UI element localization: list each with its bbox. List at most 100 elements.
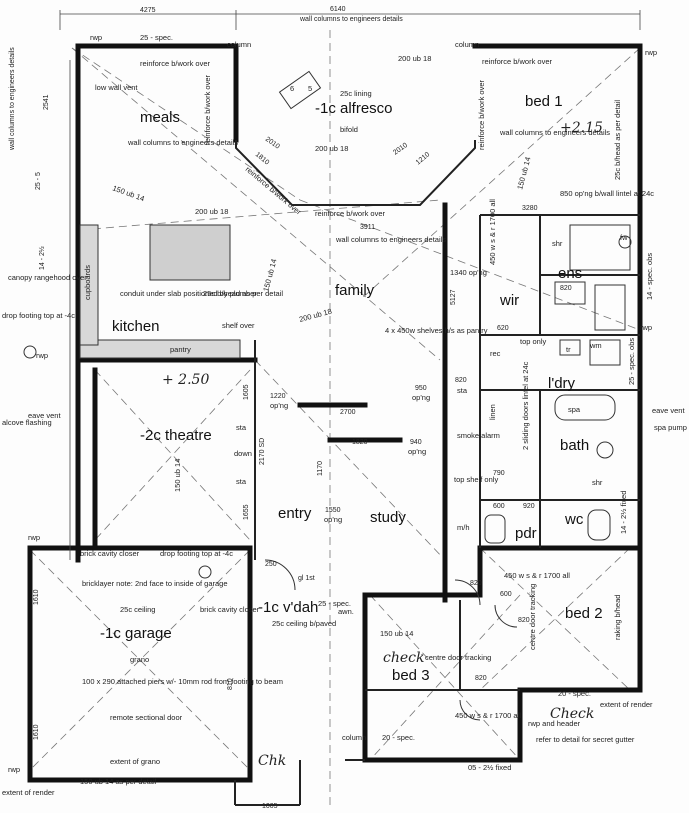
note-spec25b: 25 - spec. [318, 599, 351, 608]
dim-left-25-5: 25 - 5 [35, 172, 42, 190]
room-garage: -1c garage [100, 625, 172, 642]
note-opng-850: 850 op'ng b/wall lintel at 24c [560, 189, 654, 198]
note-low-wall-vent: low wall vent [95, 83, 138, 92]
note-rwp-l: rwp [36, 351, 48, 360]
note-down: down [234, 449, 252, 458]
dim-top-note: wall columns to engineers details [299, 16, 403, 23]
hand-check-1: check [383, 650, 424, 666]
note-vdah-ceiling: 25c ceiling b/paved [272, 619, 336, 628]
room-bed2: bed 2 [565, 605, 603, 622]
note-sr-450b: 450 w s & r 1700 all [504, 571, 570, 580]
note-piers: 100 x 290 attached piers w/- 10mm rod fr… [82, 677, 283, 686]
note-bhead-25c-bed1: 25c b/head as per detail [613, 100, 622, 180]
room-bath: bath [560, 437, 589, 454]
w-820-e: 820 [518, 617, 530, 624]
dim-1550: 1550 [325, 507, 341, 514]
note-150ub-e: 150 ub 14 [380, 629, 413, 638]
note-sr-450a: 450 w s & r 1700 all [488, 199, 497, 265]
note-cupboards: cupboards [83, 265, 92, 300]
hand-h215: +2.15 [560, 120, 603, 136]
w-920: 920 [523, 503, 535, 510]
room-entry: entry [278, 505, 312, 522]
room-study: study [370, 509, 406, 526]
dim-3911: 3911 [360, 224, 375, 231]
kitchen-side-bench [79, 224, 99, 346]
note-fixed-05: 05 - 2½ fixed [468, 763, 511, 772]
w-820-b: 820 [560, 285, 572, 292]
note-eave-vent-r: eave vent [652, 406, 685, 415]
room-alfresco: -1c alfresco [315, 100, 393, 117]
dim-1610b: 1610 [33, 724, 40, 740]
room-vdah: -1c v'dah [258, 599, 318, 616]
room-linen: linen [488, 404, 497, 420]
note-tr: tr [566, 345, 571, 354]
hand-check-2: Check [550, 706, 594, 722]
note-gl: gl 1st [298, 575, 315, 582]
dim-left-14-2: 14 - 2½ [38, 246, 46, 270]
dim-left-note: wall columns to engineers details [9, 47, 16, 151]
note-wallcols-bed1: wall columns to engineers details [499, 128, 610, 137]
note-lining: 25c lining [340, 89, 372, 98]
note-column-3: column [342, 733, 366, 742]
note-awn: awn. [338, 607, 354, 616]
note-raking: raking b/head [613, 595, 622, 640]
note-drop-footing-2: drop footing top at -4c [160, 549, 233, 558]
note-reinforce-3: reinforce b/work over [203, 74, 212, 145]
dim-790: 790 [493, 470, 505, 477]
note-opng-1550: op'ng [324, 515, 342, 524]
dim-1820: 1820 [352, 439, 368, 446]
kitchen-bench [79, 339, 241, 359]
note-centre-door-2: centre door tracking [528, 584, 537, 650]
note-ceiling-25c: 25c ceiling [120, 605, 155, 614]
note-extent-render-r: extent of render [600, 700, 653, 709]
dim-810: 810 [227, 678, 234, 690]
porch [234, 759, 365, 806]
dim-2700: 2700 [340, 409, 356, 416]
dim-top-left: 4275 [140, 7, 156, 14]
w-820-a: 820 [455, 377, 467, 384]
note-rwp-b: rwp and header [528, 719, 581, 728]
room-shr2: shr [592, 478, 603, 487]
note-column-2: column [455, 40, 479, 49]
dim-top-main: 6140 [330, 6, 346, 13]
note-top-only: top only [520, 337, 547, 346]
note-200ub-a: 200 ub 18 [398, 54, 431, 63]
room-pantry: pantry [170, 345, 191, 354]
note-200ub-b: 200 ub 18 [315, 144, 348, 153]
note-extent-grano: extent of grano [110, 757, 160, 766]
note-opng-950: op'ng [412, 393, 430, 402]
dim-1170: 1170 [317, 461, 324, 476]
room-ldry: l'dry [548, 375, 576, 392]
note-150ub-c: 150 ub 14 [515, 156, 532, 191]
note-reinforce-5: reinforce b/work over [315, 209, 386, 218]
dim-2170: 2170 SD [259, 438, 266, 465]
room-shr: shr [552, 239, 563, 248]
note-wm: wm [589, 341, 602, 350]
walls [27, 43, 643, 783]
dimension-lines [59, 10, 641, 560]
hand-h250: + 2.50 [162, 372, 209, 388]
note-shelves: 4 x 450w shelves h/s as pantry [385, 326, 488, 335]
note-bifold: bifold [340, 125, 358, 134]
dim-1605: 1605 [243, 384, 250, 400]
dim-1005: 1005 [262, 803, 278, 810]
note-brick-cavity-1: brick cavity closer [80, 549, 140, 558]
w-820-c: 820 [470, 580, 482, 587]
room-ens: ens [558, 265, 582, 282]
dim-600: 600 [493, 503, 505, 510]
room-bed1: bed 1 [525, 93, 563, 110]
note-drop-footing: drop footing top at -4c [2, 311, 75, 320]
dim-alfresco-2010a: 2010 [264, 136, 281, 151]
note-200ub-c: 200 ub 18 [195, 207, 228, 216]
dim-alfresco-2010b: 2010 [392, 142, 409, 157]
note-bhead-25c: 25c b/head as per detail [203, 289, 283, 298]
note-opng-1340: 1340 op'ng [450, 268, 487, 277]
room-kitchen: kitchen [112, 318, 160, 335]
note-alcove: alcove flashing [2, 418, 52, 427]
note-sr-450c: 450 w s & r 1700 all [455, 711, 521, 720]
note-spec20b: 20 - spec. [558, 689, 591, 698]
note-sta-3: sta [457, 386, 468, 395]
note-spec20a: 20 - spec. [382, 733, 415, 742]
note-remote-door: remote sectional door [110, 713, 183, 722]
